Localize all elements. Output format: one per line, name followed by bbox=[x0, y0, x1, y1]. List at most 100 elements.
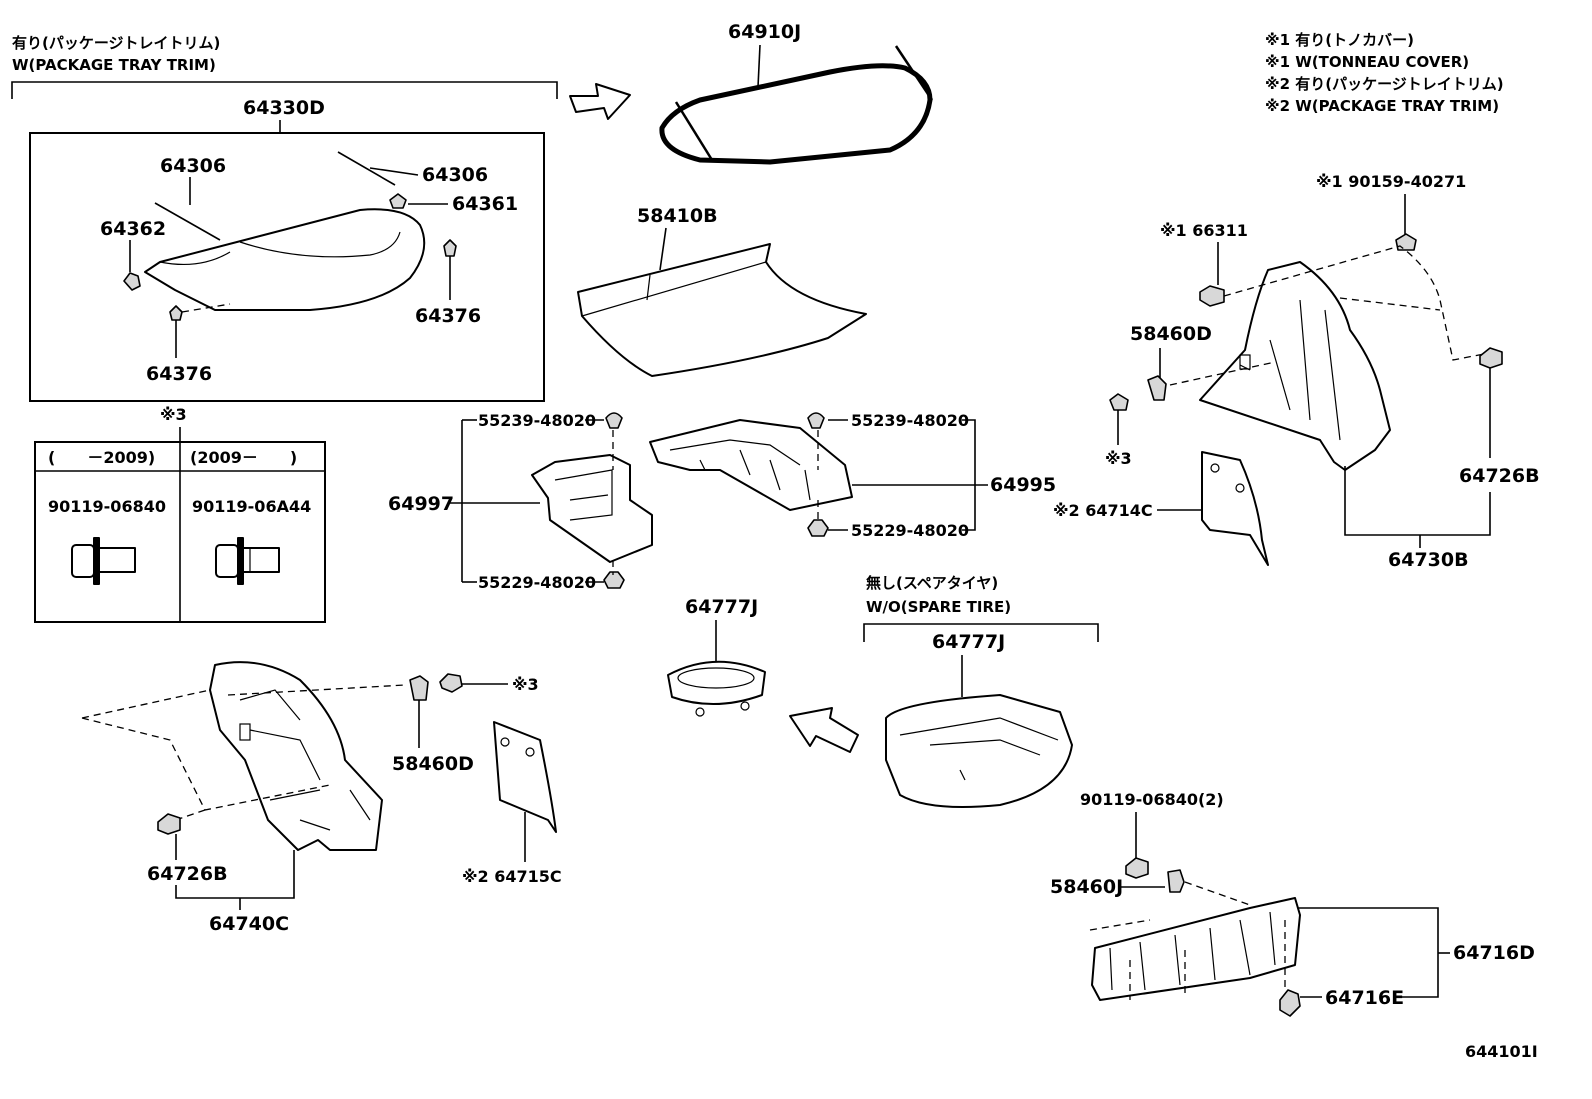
spare-holder-large-part[interactable] bbox=[885, 694, 1073, 809]
part-55239-l-label[interactable]: 55239-48020 bbox=[478, 411, 596, 430]
clip-64362[interactable] bbox=[123, 272, 141, 291]
clip-64376-bottom[interactable] bbox=[169, 305, 183, 321]
clip-66311[interactable] bbox=[1199, 285, 1225, 307]
bolt-90119-06840-icon bbox=[71, 537, 136, 585]
tray-64995-ribs bbox=[669, 439, 811, 501]
clip-64726B-right[interactable] bbox=[1479, 347, 1503, 369]
spare-holder-peg-2 bbox=[740, 701, 750, 711]
part-64716E-label[interactable]: 64716E bbox=[1325, 987, 1404, 1009]
part-64306-b-wire bbox=[337, 151, 396, 186]
spare-holder-small-part[interactable] bbox=[667, 660, 766, 705]
part-58410B-label[interactable]: 58410B bbox=[637, 205, 718, 227]
clip-55229-right[interactable] bbox=[807, 519, 829, 537]
leader-64306-b bbox=[369, 167, 419, 176]
part-64714C-label[interactable]: ※2 64714C bbox=[1053, 501, 1153, 520]
part-64361-label[interactable]: 64361 bbox=[452, 193, 518, 215]
rear-trim-part[interactable] bbox=[1091, 897, 1301, 1001]
part-90159-label[interactable]: ※1 90159-40271 bbox=[1316, 172, 1466, 191]
dash-trim-top bbox=[1223, 245, 1485, 361]
package-tray-en-label: W(PACKAGE TRAY TRIM) bbox=[12, 56, 216, 74]
bracket-64995 bbox=[962, 419, 976, 531]
part-55229-l-label[interactable]: 55229-48020 bbox=[478, 573, 596, 592]
part-64376-a-label[interactable]: 64376 bbox=[146, 363, 212, 385]
bolt-table-col2-part[interactable]: 90119-06A44 bbox=[192, 497, 311, 516]
part-64726B-r-label[interactable]: 64726B bbox=[1459, 465, 1540, 487]
part-58460D-l-label[interactable]: 58460D bbox=[392, 753, 474, 775]
part-64330D-label[interactable]: 64330D bbox=[243, 97, 325, 119]
clip-58460D-right[interactable] bbox=[1147, 375, 1167, 401]
spare-tire-bracket bbox=[863, 623, 1099, 642]
clip-58460D-left[interactable] bbox=[409, 675, 429, 701]
bolt-90119-2[interactable] bbox=[1125, 857, 1149, 879]
part-58460J-label[interactable]: 58460J bbox=[1050, 876, 1123, 898]
star3-right-label[interactable]: ※3 bbox=[1105, 449, 1132, 468]
part-55229-r-label[interactable]: 55229-48020 bbox=[851, 521, 969, 540]
left-trim-dashes bbox=[81, 684, 406, 823]
dash-trim-mid bbox=[1339, 297, 1441, 311]
part-64726B-l-label[interactable]: 64726B bbox=[147, 863, 228, 885]
luggage-mat-group: 58410B bbox=[577, 205, 867, 377]
part-64362-label[interactable]: 64362 bbox=[100, 218, 166, 240]
clip-64726B-left[interactable] bbox=[157, 813, 181, 835]
tonneau-rod-right bbox=[894, 45, 934, 101]
tray-64997-part[interactable] bbox=[531, 454, 653, 563]
part-64376-b-label[interactable]: 64376 bbox=[415, 305, 481, 327]
clip-55239-left[interactable] bbox=[605, 412, 623, 429]
bolt-star3-left[interactable] bbox=[439, 673, 463, 693]
package-tray-group: 有り(パッケージトレイトリム) W(PACKAGE TRAY TRIM) 643… bbox=[11, 34, 558, 402]
part-64306-b-label[interactable]: 64306 bbox=[422, 164, 488, 186]
right-side-trim-part[interactable] bbox=[1199, 261, 1391, 471]
star3-left-label[interactable]: ※3 bbox=[512, 675, 539, 694]
part-90119-2-label[interactable]: 90119-06840(2) bbox=[1080, 790, 1224, 809]
spare-holder-large-ribs bbox=[899, 717, 1059, 781]
bolt-star3-right[interactable] bbox=[1109, 393, 1129, 411]
spare-tire-en-label: W/O(SPARE TIRE) bbox=[866, 598, 1011, 616]
spare-holder-peg-1 bbox=[695, 707, 705, 717]
panel-64715C-part[interactable] bbox=[493, 721, 557, 833]
left-side-trim-part[interactable] bbox=[209, 661, 383, 851]
package-tray-box bbox=[29, 132, 545, 402]
part-64777J-a-label[interactable]: 64777J bbox=[685, 596, 758, 618]
part-64997-label[interactable]: 64997 bbox=[388, 493, 454, 515]
part-64730B-label[interactable]: 64730B bbox=[1388, 549, 1469, 571]
clip-55229-left[interactable] bbox=[603, 571, 625, 589]
leader-64306-a bbox=[154, 202, 221, 241]
clip-64716E[interactable] bbox=[1279, 989, 1301, 1017]
note-1-jp: ※1 有り(トノカバー) bbox=[1265, 31, 1414, 49]
storage-tray-group: 55239-48020 55229-48020 64997 55239-4802… bbox=[388, 411, 1056, 592]
tonneau-rod-left bbox=[674, 101, 714, 161]
bolt-table-col1-part[interactable]: 90119-06840 bbox=[48, 497, 166, 516]
part-58460D-r-label[interactable]: 58460D bbox=[1130, 323, 1212, 345]
arrow-left-icon bbox=[789, 707, 859, 753]
clip-55239-right[interactable] bbox=[807, 412, 825, 429]
part-64995-label[interactable]: 64995 bbox=[990, 474, 1056, 496]
part-66311-label[interactable]: ※1 66311 bbox=[1160, 221, 1248, 240]
right-side-trim-group: ※1 90159-40271 ※1 66311 58460D ※3 64726B… bbox=[1053, 172, 1540, 571]
leader-58410B bbox=[659, 227, 667, 271]
bolt-table-col1-head: ( －2009) bbox=[48, 448, 155, 467]
clip-58460J[interactable] bbox=[1167, 869, 1185, 893]
mat-fold-left bbox=[577, 291, 583, 317]
diagram-code: 644101I bbox=[1465, 1042, 1538, 1061]
clip-64361[interactable] bbox=[389, 193, 407, 209]
part-64716D-label[interactable]: 64716D bbox=[1453, 942, 1535, 964]
tray-64995-part[interactable] bbox=[649, 419, 853, 511]
part-64777J-b-label[interactable]: 64777J bbox=[932, 631, 1005, 653]
package-tray-part[interactable] bbox=[144, 208, 426, 311]
tonneau-inner bbox=[660, 64, 932, 164]
part-64306-a-label[interactable]: 64306 bbox=[160, 155, 226, 177]
clip-64376-right[interactable] bbox=[443, 239, 457, 257]
rear-trim-dash-top bbox=[1089, 881, 1251, 931]
part-64715C-label[interactable]: ※2 64715C bbox=[462, 867, 562, 886]
panel-64714C-part[interactable] bbox=[1201, 451, 1269, 566]
part-55239-r-label[interactable]: 55239-48020 bbox=[851, 411, 969, 430]
luggage-mat-part[interactable] bbox=[577, 243, 867, 377]
tray-edge bbox=[159, 251, 231, 266]
panel-hole-1 bbox=[1210, 463, 1220, 473]
part-64910J-label[interactable]: 64910J bbox=[728, 21, 801, 43]
leader-64910J bbox=[757, 44, 761, 88]
bolt-90159[interactable] bbox=[1395, 233, 1417, 251]
part-64740C-label[interactable]: 64740C bbox=[209, 913, 289, 935]
spare-tire-cover-group: 64777J 無し(スペアタイヤ) W/O(SPARE TIRE) 64777J bbox=[667, 574, 1099, 809]
